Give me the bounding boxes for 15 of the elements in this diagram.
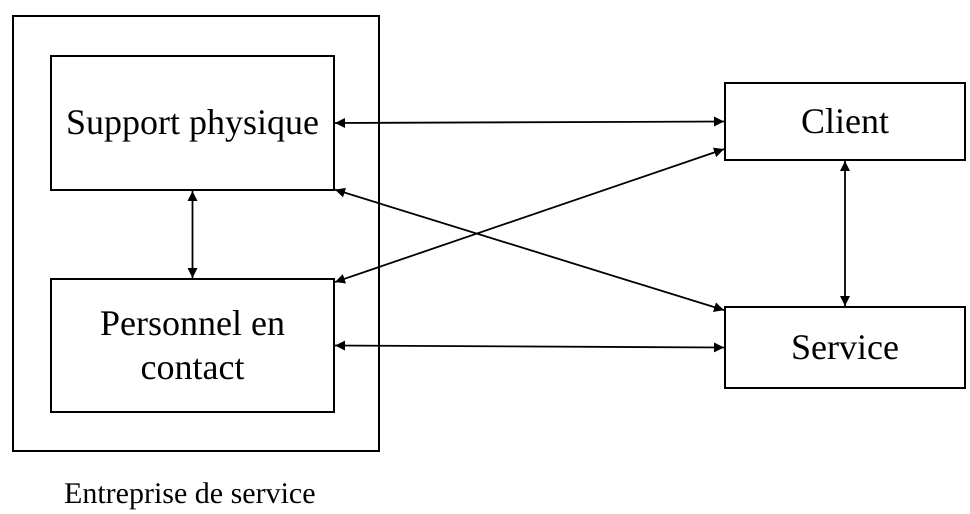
double-arrow: [335, 116, 724, 128]
double-arrow: [335, 340, 724, 352]
double-arrow: [188, 191, 198, 278]
process-box: [724, 82, 966, 161]
process-box: [50, 278, 335, 413]
process-box: [724, 306, 966, 389]
group-heading: Entreprise de service: [64, 477, 316, 511]
double-arrow: [840, 161, 850, 306]
box-label: Client: [801, 100, 889, 143]
box-label: Service: [791, 326, 899, 369]
double-arrow: [334, 148, 724, 284]
double-arrow: [334, 188, 724, 312]
box-label: Personnel en contact: [99, 302, 286, 388]
box-label: Support physique: [66, 101, 319, 144]
process-box: [50, 55, 335, 191]
